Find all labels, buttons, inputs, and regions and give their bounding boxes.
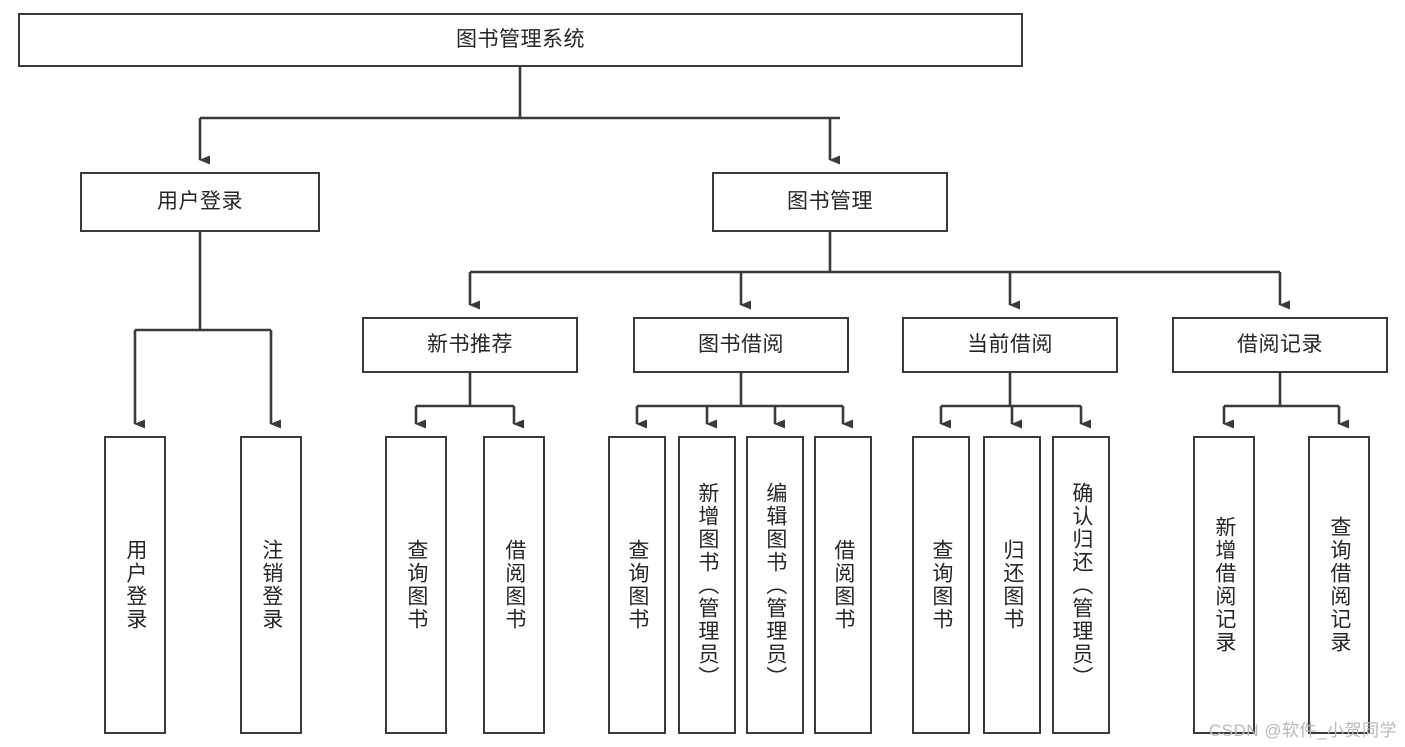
node-book-borrowing[interactable]: 图书借阅 [633,317,849,373]
leaf-query-book-newbook[interactable]: 查询图书 [385,436,447,734]
node-label: 用户登录 [157,189,243,213]
node-label: 图书借阅 [698,332,784,356]
node-label: 确认归还（管理员） [1069,481,1093,689]
node-label: 查询图书 [929,539,953,631]
leaf-add-borrow-record[interactable]: 新增借阅记录 [1193,436,1255,734]
node-label: 图书管理系统 [456,27,585,51]
node-current-borrowing[interactable]: 当前借阅 [902,317,1118,373]
node-label: 新增图书（管理员） [695,481,719,689]
node-label: 借阅图书 [831,539,855,631]
node-label: 借阅图书 [502,539,526,631]
node-label: 归还图书 [1000,539,1024,631]
leaf-query-borrow-record[interactable]: 查询借阅记录 [1308,436,1370,734]
node-label: 查询图书 [625,539,649,631]
node-label: 查询图书 [404,539,428,631]
node-label: 图书管理 [787,189,873,213]
node-book-management[interactable]: 图书管理 [712,172,948,232]
node-label: 注销登录 [259,539,283,631]
node-label: 编辑图书（管理员） [763,481,787,689]
node-label: 当前借阅 [967,332,1053,356]
leaf-edit-book-admin[interactable]: 编辑图书（管理员） [746,436,804,734]
node-borrow-records[interactable]: 借阅记录 [1172,317,1388,373]
node-label: 用户登录 [123,539,147,631]
leaf-borrow-book[interactable]: 借阅图书 [814,436,872,734]
node-label: 借阅记录 [1237,332,1323,356]
leaf-return-book[interactable]: 归还图书 [983,436,1041,734]
leaf-borrow-book-newbook[interactable]: 借阅图书 [483,436,545,734]
node-root-system[interactable]: 图书管理系统 [18,13,1023,67]
leaf-query-book-borrow[interactable]: 查询图书 [608,436,666,734]
leaf-confirm-return-admin[interactable]: 确认归还（管理员） [1052,436,1110,734]
leaf-user-login[interactable]: 用户登录 [104,436,166,734]
leaf-add-book-admin[interactable]: 新增图书（管理员） [678,436,736,734]
csdn-watermark: CSDN @软件_小贺同学 [1208,721,1397,740]
node-label: 查询借阅记录 [1327,516,1351,654]
node-label: 新书推荐 [427,332,513,356]
leaf-query-book-current[interactable]: 查询图书 [912,436,970,734]
node-label: 新增借阅记录 [1212,516,1236,654]
node-new-book-recommendation[interactable]: 新书推荐 [362,317,578,373]
leaf-logout[interactable]: 注销登录 [240,436,302,734]
node-user-login[interactable]: 用户登录 [80,172,320,232]
